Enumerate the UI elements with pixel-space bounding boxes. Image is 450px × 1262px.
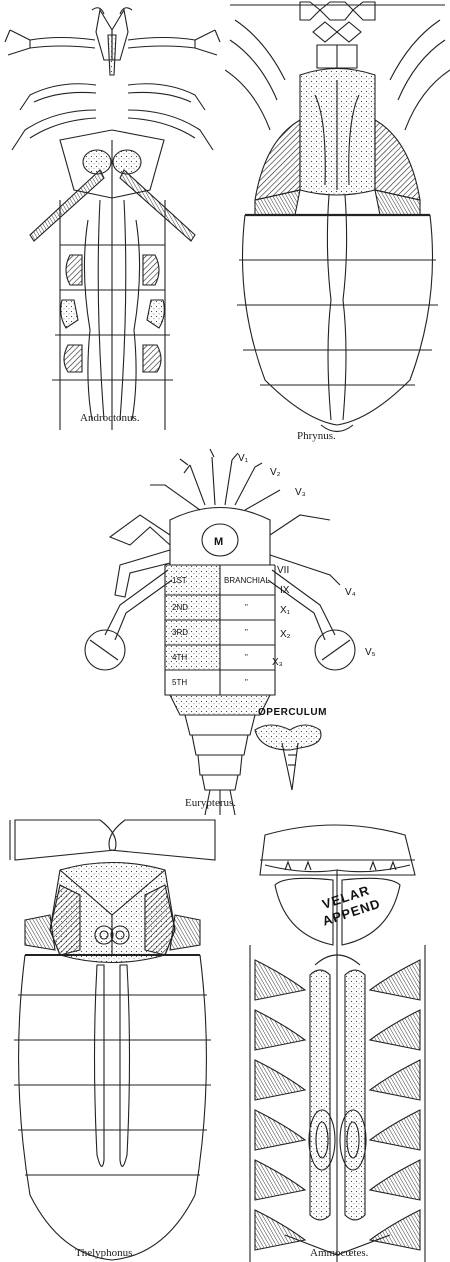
label-m: M: [214, 536, 223, 548]
label-v2: V₂: [270, 467, 281, 478]
label-operculum: OPERCULUM: [258, 707, 327, 718]
thelyphonus-figure: Thelyphonus.: [0, 815, 225, 1262]
eurypterus-caption: Eurypterus.: [185, 797, 236, 809]
label-x2: X₂: [280, 629, 291, 640]
androctonus-drawing: [0, 0, 225, 430]
label-seg1: 1ST: [172, 576, 187, 585]
label-v4: V₄: [345, 587, 356, 598]
ammocoetes-figure: VELAR APPEND Ammocœtes.: [225, 815, 450, 1262]
eurypterus-figure: V₁ V₂ V₃ V₄ V₅ M BRANCHIAL VII IX X₁ X₂ …: [0, 445, 450, 815]
phrynus-caption: Phrynus.: [297, 430, 336, 442]
thelyphonus-drawing: [0, 815, 225, 1262]
label-seg4: 4TH: [172, 653, 187, 662]
label-ditto-2: ": [245, 628, 248, 637]
androctonus-figure: Androctonus.: [0, 0, 225, 430]
label-v5: V₅: [365, 647, 376, 658]
label-x3: X₃: [272, 657, 283, 668]
label-seg5: 5TH: [172, 678, 187, 687]
label-v1: V₁: [238, 453, 249, 464]
label-seg3: 3RD: [172, 628, 188, 637]
label-v3: V₃: [295, 487, 306, 498]
label-branchial: BRANCHIAL: [224, 576, 270, 585]
phrynus-drawing: [225, 0, 450, 445]
eurypterus-drawing: V₁ V₂ V₃ V₄ V₅ M BRANCHIAL VII IX X₁ X₂ …: [0, 445, 450, 815]
phrynus-figure: Phrynus.: [225, 0, 450, 445]
label-ditto-3: ": [245, 653, 248, 662]
label-seg2: 2ND: [172, 603, 188, 612]
label-vii: VII: [277, 565, 289, 576]
ammocoetes-drawing: VELAR APPEND: [225, 815, 450, 1262]
label-ditto-4: ": [245, 678, 248, 687]
label-ditto-1: ": [245, 603, 248, 612]
label-x1: X₁: [280, 605, 291, 616]
label-ix: IX: [280, 585, 290, 596]
androctonus-caption: Androctonus.: [80, 412, 140, 424]
thelyphonus-caption: Thelyphonus.: [75, 1247, 135, 1259]
ammocoetes-caption: Ammocœtes.: [310, 1247, 368, 1259]
